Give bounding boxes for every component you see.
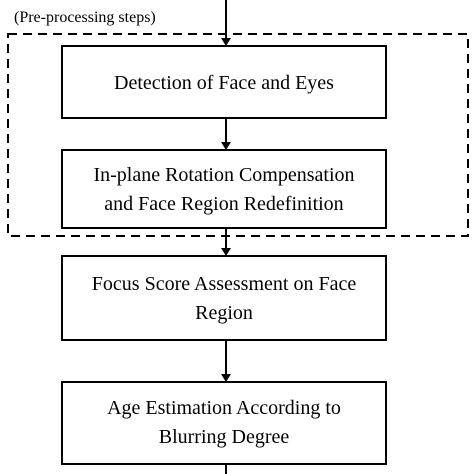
arrow-3-4-head [221, 374, 231, 382]
arrow-2-3-head [221, 248, 231, 256]
step-detection-face-eyes: Detection of Face and Eyes [61, 45, 387, 119]
preprocessing-group [7, 33, 469, 237]
step-label-line: and Face Region Redefinition [104, 193, 343, 215]
step-label-line: In-plane Rotation Compensation [93, 164, 354, 186]
step-label-line: Focus Score Assessment on Face [92, 273, 357, 295]
arrow-1-2-head [221, 142, 231, 150]
step-focus-score-assessment: Focus Score Assessment on Face Region [61, 255, 387, 341]
arrow-entry-head [221, 38, 231, 46]
step-label-line: Region [195, 302, 253, 324]
step-box [61, 45, 387, 119]
preprocessing-group-label: (Pre-processing steps) [14, 9, 156, 26]
step-label-line: Detection of Face and Eyes [114, 72, 334, 94]
step-box [61, 149, 387, 229]
step-label-line: Age Estimation According to [107, 397, 341, 419]
step-age-estimation: Age Estimation According to Blurring Deg… [61, 381, 387, 465]
step-box [61, 381, 387, 465]
step-rotation-compensation: In-plane Rotation Compensation and Face … [61, 149, 387, 229]
step-box [61, 255, 387, 341]
step-label-line: Blurring Degree [159, 426, 290, 448]
